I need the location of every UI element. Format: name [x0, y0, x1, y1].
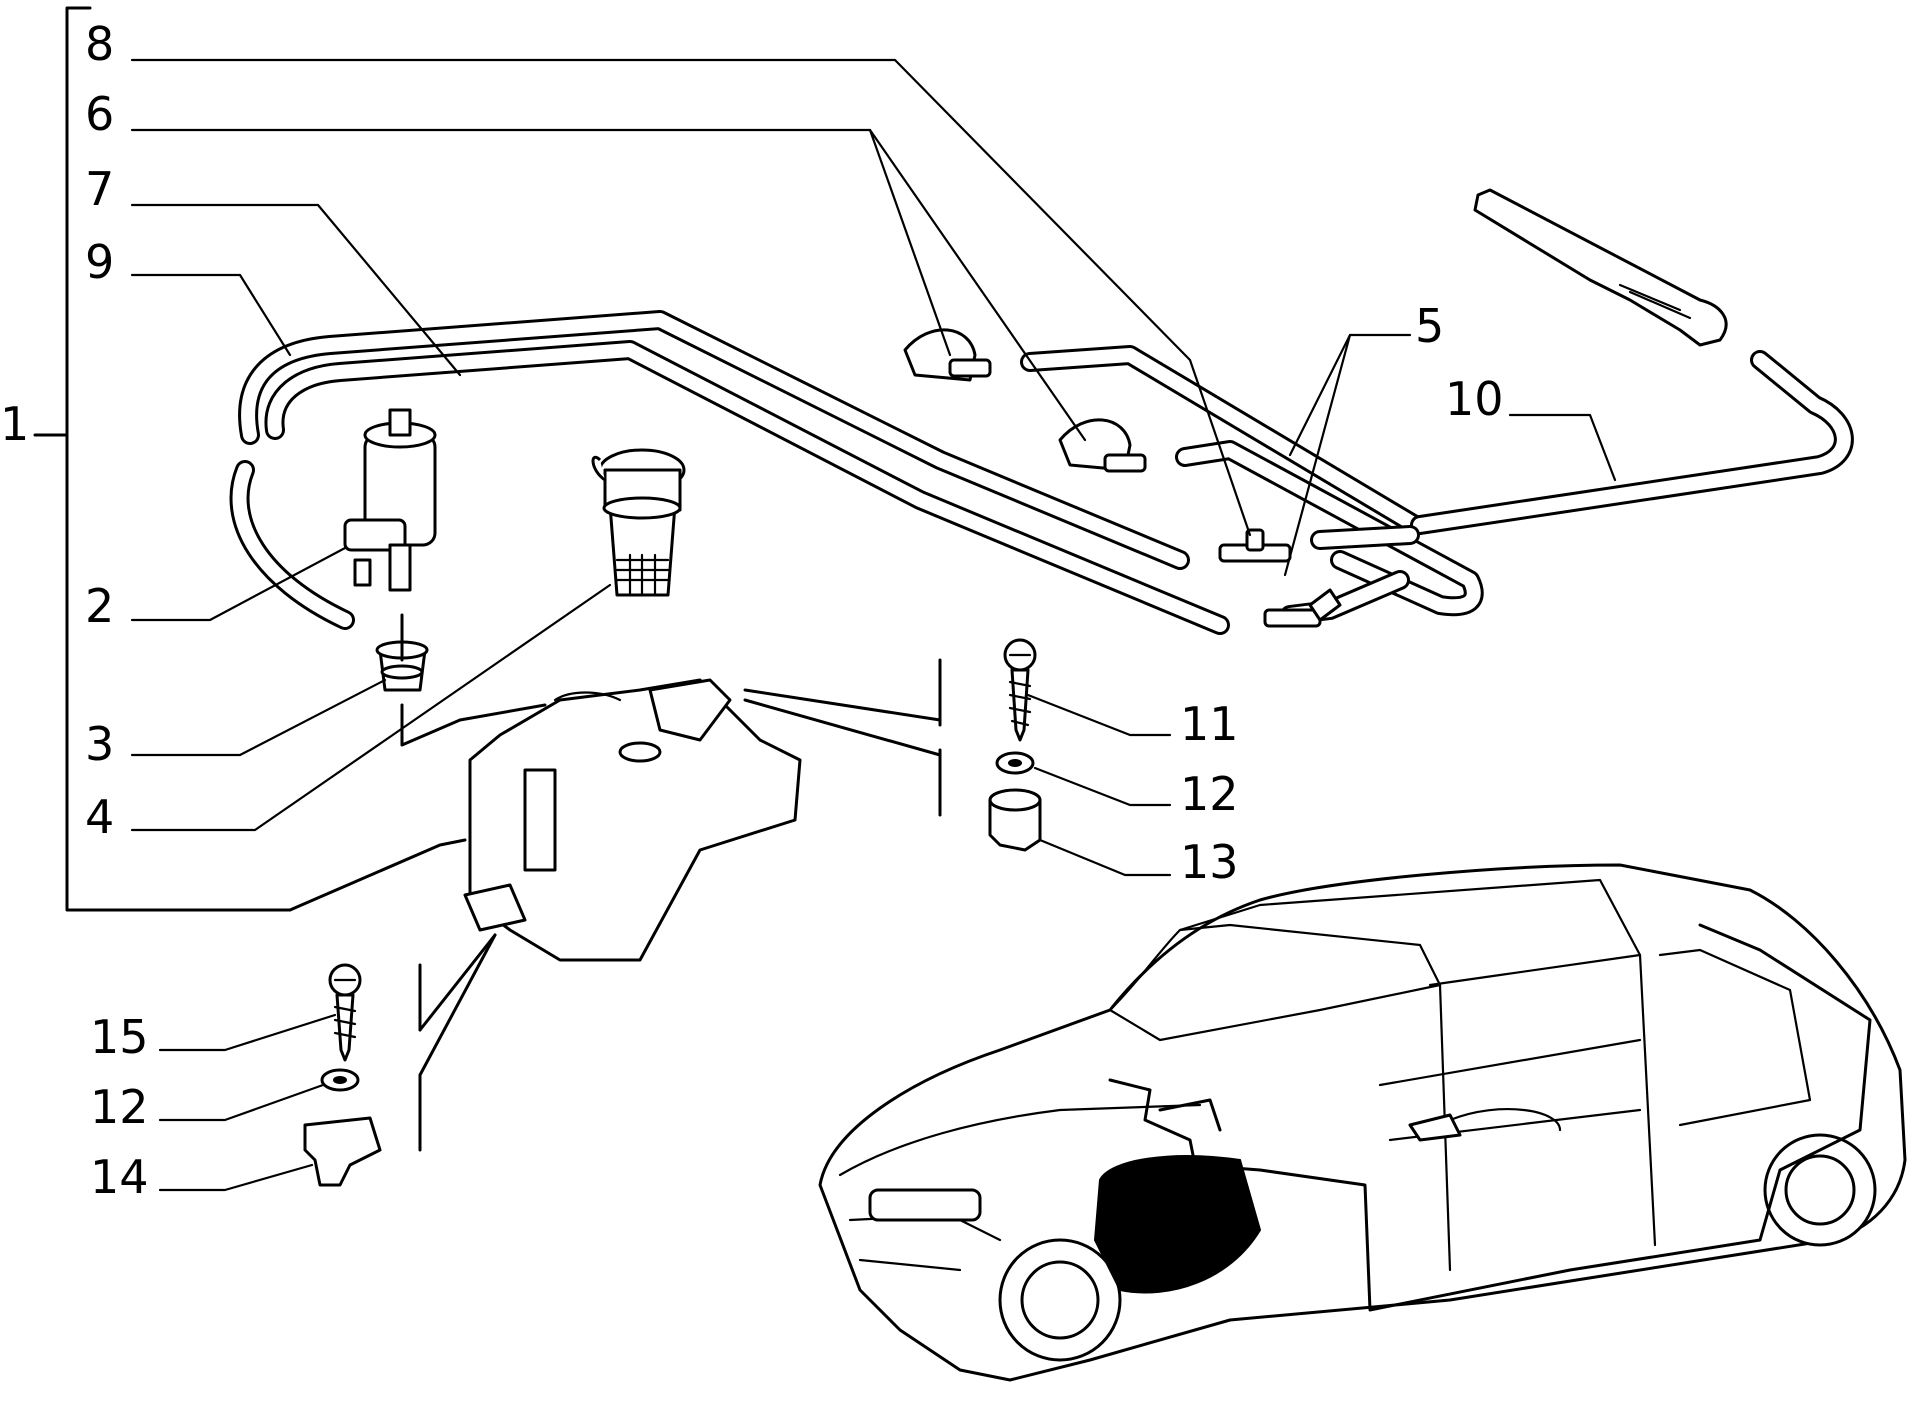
leader-12b — [158, 1083, 325, 1122]
leader-9 — [130, 273, 292, 357]
callout-8: 8 — [85, 17, 114, 71]
callout-10: 10 — [1445, 372, 1504, 426]
callout-15: 15 — [90, 1010, 149, 1064]
assembly-bracket — [33, 6, 467, 912]
callout-12b: 12 — [90, 1080, 149, 1134]
rear-wiper-arm — [1473, 188, 1728, 347]
callout-2: 2 — [85, 579, 114, 633]
leader-5 — [1288, 333, 1412, 457]
leader-7 — [130, 203, 462, 377]
leader-15 — [158, 1013, 337, 1052]
callout-9: 9 — [85, 235, 114, 289]
fastener-brackets — [400, 613, 942, 1152]
callout-12a: 12 — [1180, 767, 1239, 821]
leader-8 — [130, 58, 1252, 537]
callout-4: 4 — [85, 790, 114, 844]
t-connectors — [1218, 528, 1342, 628]
leader-14 — [158, 1163, 314, 1192]
callout-14: 14 — [90, 1150, 149, 1204]
callout-labels: 8 6 7 9 1 2 3 4 5 10 11 12 13 15 12 14 — [0, 17, 1504, 1204]
hose-assembly — [229, 310, 1854, 635]
washer-nozzles — [903, 328, 1147, 473]
callout-3: 3 — [85, 717, 114, 771]
leader-2 — [130, 546, 347, 622]
callout-11: 11 — [1180, 697, 1239, 751]
fastener-set-upper — [988, 638, 1042, 852]
leader-lines — [130, 58, 1617, 1192]
callout-7: 7 — [85, 162, 114, 216]
callout-13: 13 — [1180, 835, 1239, 889]
callout-5: 5 — [1415, 299, 1444, 353]
car-illustration — [818, 863, 1907, 1382]
leader-6b — [868, 128, 1087, 442]
washer-reservoir — [463, 678, 802, 962]
washer-pump — [343, 408, 437, 592]
callout-6: 6 — [85, 87, 114, 141]
leader-10 — [1508, 413, 1617, 482]
leader-5b — [1283, 333, 1352, 577]
fastener-set-lower — [303, 963, 382, 1187]
leader-12a — [1033, 766, 1172, 807]
callout-1: 1 — [0, 397, 29, 451]
leader-13 — [1038, 838, 1172, 877]
leader-4 — [130, 583, 612, 832]
leader-3 — [130, 678, 387, 757]
filler-strainer — [591, 448, 686, 597]
leader-11 — [1026, 693, 1172, 737]
